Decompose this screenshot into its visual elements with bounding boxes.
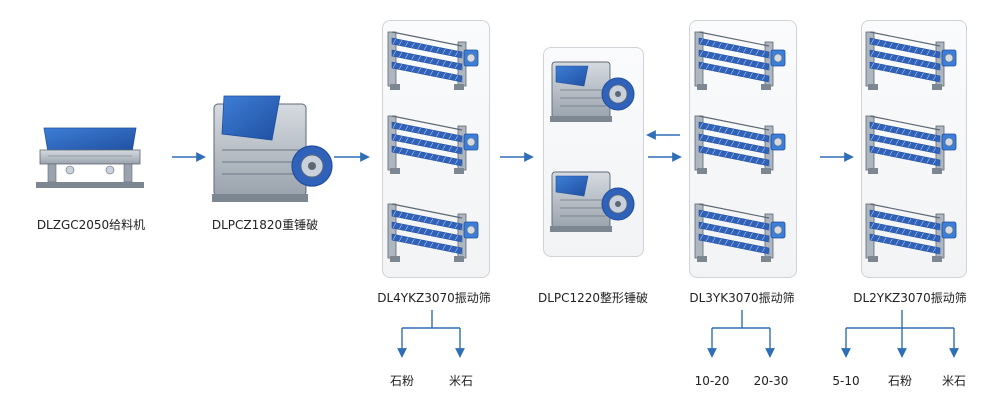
heavy-hammer-crusher-icon: [212, 95, 333, 202]
equipment-label-screen3: DL2YKZ3070振动筛: [853, 291, 967, 305]
equipment-label-screen2: DL3YK3070振动筛: [689, 291, 795, 305]
vibrating-screen-icon: [865, 31, 957, 91]
equipment-label-shaping-crusher: DLPC1220整形锤破: [537, 291, 649, 305]
vibrating-screen-icon: [387, 115, 479, 175]
equipment-label-heavy-crusher: DLPCZ1820重锤破: [211, 218, 319, 232]
output-label: 10-20: [694, 374, 730, 388]
vibrating-screen-icon: [694, 203, 786, 263]
shaping-hammer-crusher-icon: [549, 61, 635, 123]
output-label: 5-10: [832, 374, 860, 388]
output-label: 米石: [448, 374, 474, 388]
equipment-label-screen1: DL4YKZ3070振动筛: [377, 291, 491, 305]
output-label: 石粉: [887, 374, 913, 388]
output-label: 米石: [941, 374, 967, 388]
vibrating-feeder-icon: [36, 127, 144, 188]
vibrating-screen-icon: [694, 31, 786, 91]
output-label: 20-30: [753, 374, 789, 388]
equipment-label-feeder: DLZGC2050给料机: [36, 218, 146, 232]
vibrating-screen-icon: [694, 115, 786, 175]
vibrating-screen-icon: [865, 203, 957, 263]
vibrating-screen-icon: [865, 115, 957, 175]
output-label: 石粉: [389, 374, 415, 388]
shaping-hammer-crusher-icon: [549, 171, 635, 233]
vibrating-screen-icon: [387, 31, 479, 91]
vibrating-screen-icon: [387, 203, 479, 263]
